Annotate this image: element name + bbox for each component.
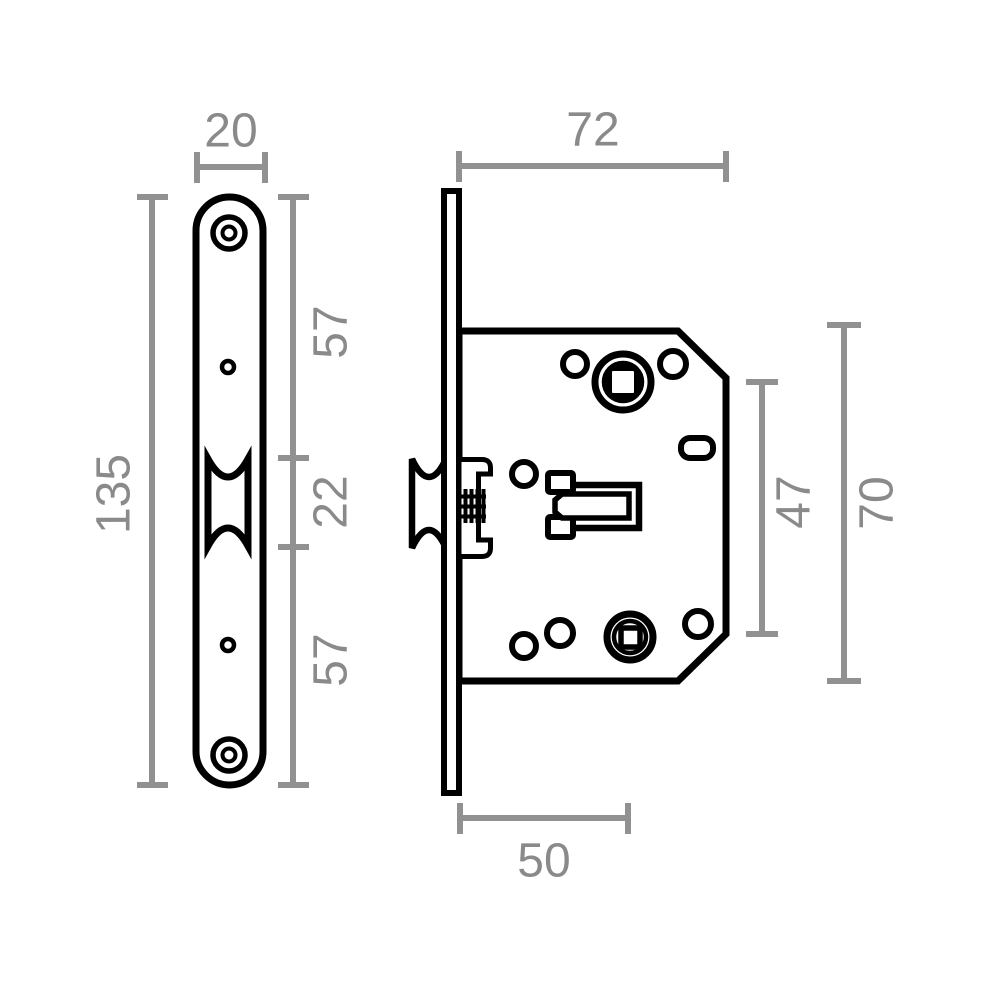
follower-square-hole	[618, 625, 643, 650]
dim-backset	[457, 803, 631, 834]
screw-hole-bottom-center	[220, 746, 238, 764]
dim-plate-width	[194, 152, 268, 183]
dim-upper-offset-label: 57	[305, 305, 358, 358]
latch-opening	[204, 445, 252, 560]
dim-case-height-label: 70	[851, 476, 904, 529]
screw-hole-top-center	[220, 224, 238, 242]
pin-hole-lower	[219, 636, 237, 654]
dim-plate-height	[137, 194, 168, 788]
spindle-follower-top	[591, 350, 655, 414]
spindle-follower-bottom	[603, 610, 657, 664]
dim-inner-height-label: 47	[768, 475, 821, 528]
fixing-hole-top-left	[560, 349, 590, 379]
dim-inner-height	[746, 379, 778, 637]
dim-lower-offset-label: 57	[305, 633, 358, 686]
latch-bolt-head	[408, 457, 450, 550]
latch-bolt-tail	[545, 470, 643, 540]
tail-outer-channel	[571, 481, 643, 532]
latch-spring	[461, 489, 486, 523]
pin-hole-upper	[219, 358, 237, 376]
follower-square-hole	[606, 365, 640, 399]
tail-inner-channel	[552, 491, 632, 521]
fixing-hole-top-right	[657, 348, 689, 380]
dim-chain-vertical	[278, 194, 309, 788]
fixing-hole-bottom-left	[509, 631, 539, 661]
side-slot	[678, 435, 716, 461]
dim-backset-label: 50	[517, 835, 570, 888]
dim-latch-opening-label: 22	[305, 475, 358, 528]
fixing-hole-bottom-right	[682, 608, 714, 640]
dim-case-depth	[456, 151, 729, 182]
tail-ear-top	[545, 470, 576, 495]
dim-case-height	[827, 322, 861, 684]
dim-plate-width-label: 20	[204, 105, 257, 158]
dim-plate-height-label: 135	[88, 454, 141, 534]
fixing-hole-middle	[509, 459, 539, 489]
dim-case-depth-label: 72	[566, 104, 619, 157]
fixing-hole-bottom-mid	[544, 617, 576, 649]
